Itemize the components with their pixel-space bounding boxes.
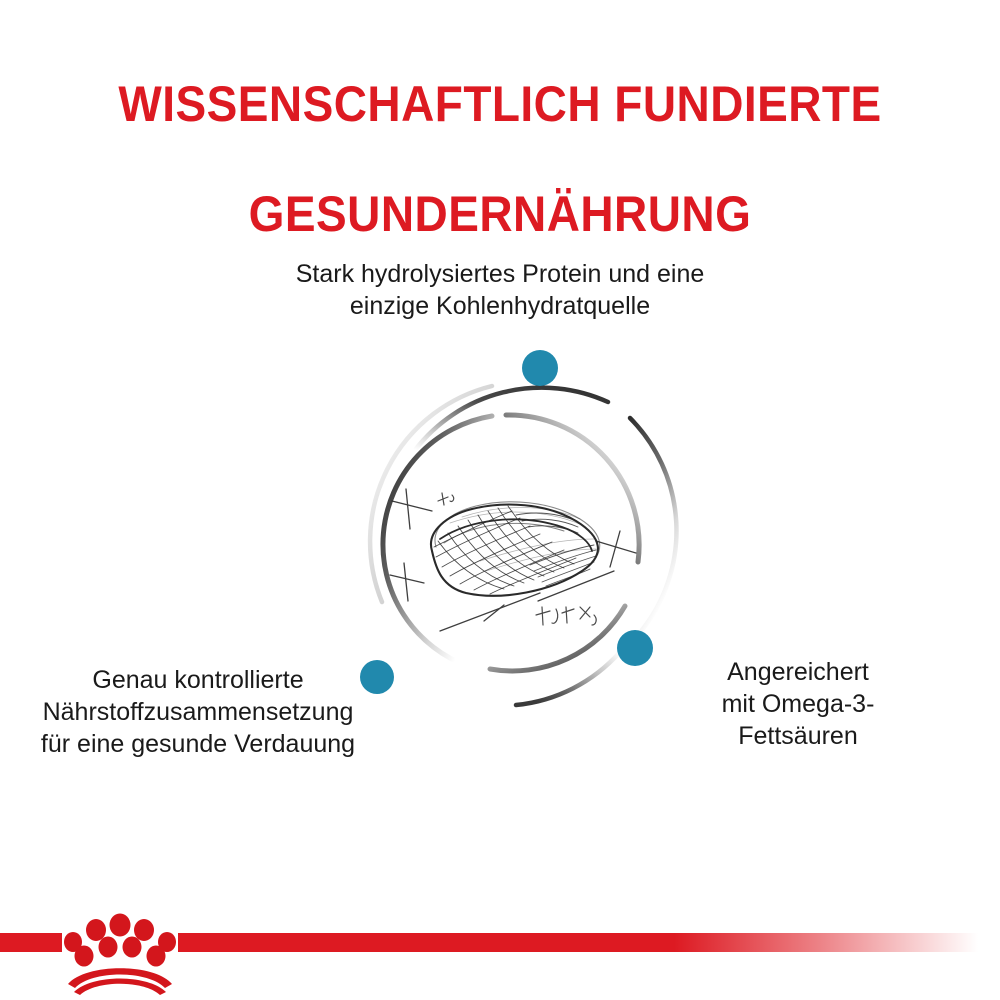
brand-footer: [0, 900, 1000, 1000]
crown-dot-2: [86, 919, 106, 941]
crown-dot-5: [158, 932, 176, 952]
outer-ring-group: [367, 383, 679, 708]
page-title: WISSENSCHAFTLICH FUNDIERTE GESUNDERNÄHRU…: [40, 22, 960, 297]
brand-bar-left: [0, 933, 62, 952]
crown-arc-inner: [74, 978, 166, 995]
crown-dot-7: [98, 936, 118, 958]
inner-arc-left: [380, 413, 495, 670]
crown-dot-8: [122, 936, 142, 958]
kibble-hatching: [515, 512, 597, 587]
callout-text-omega3: Angereichert mit Omega-3- Fettsäuren: [721, 658, 875, 750]
crown-dot-6: [74, 945, 94, 967]
sketch-annotations: [437, 492, 597, 626]
crown-arc-outer: [68, 968, 172, 988]
kibble-mesh-transverse: [433, 510, 577, 595]
royal-canin-logo: [64, 913, 176, 995]
marker-dot-bottom-right: [617, 630, 653, 666]
crown-dot-4: [134, 919, 154, 941]
crown-dot-1: [64, 932, 82, 952]
marker-dot-bottom-left: [360, 660, 394, 694]
kibble-diagram: [320, 330, 700, 710]
inner-arc-bottom: [487, 603, 628, 674]
kibble-construction-sweeps: [449, 507, 597, 572]
kibble-crease: [439, 518, 593, 552]
kibble-mesh-longitudinal: [437, 505, 575, 590]
callout-text-digestion: Genau kontrollierte Nährstoffzusammenset…: [40, 666, 356, 758]
kibble-sketch: [389, 488, 637, 632]
outer-arc-bottom: [513, 649, 623, 708]
page-title-line-1: WISSENSCHAFTLICH FUNDIERTE: [118, 76, 882, 132]
outer-arc-top: [412, 385, 611, 453]
brand-bar-right: [178, 933, 978, 952]
outer-arc-right: [627, 415, 679, 633]
inner-ring-group: [380, 412, 642, 674]
dimension-marks: [389, 488, 637, 632]
callout-text-protein: Stark hydrolysiertes Protein und eine ei…: [295, 260, 705, 320]
crown-dot-9: [146, 945, 166, 967]
crown-dot-3: [109, 913, 131, 937]
inner-arc-top-right: [503, 412, 642, 565]
page-title-line-2: GESUNDERNÄHRUNG: [248, 186, 752, 242]
kibble-outline: [429, 503, 599, 597]
outer-arc-upper-left: [367, 383, 495, 605]
marker-dot-top: [522, 350, 558, 386]
